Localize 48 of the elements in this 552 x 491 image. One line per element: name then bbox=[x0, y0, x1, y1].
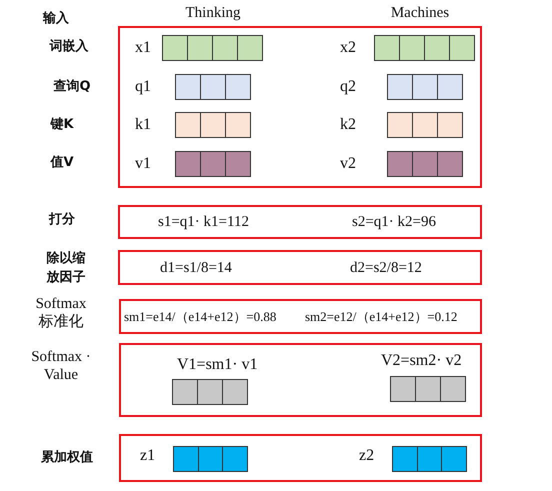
row-label: Softmax · Value bbox=[30, 348, 92, 384]
formula-text: sm1=e14/（e14+e12）=0.88 bbox=[124, 310, 276, 322]
row-label: 输入 bbox=[42, 10, 70, 28]
vector-label: V2=sm2· v2 bbox=[381, 353, 462, 369]
vector-label: k1 bbox=[135, 117, 151, 133]
row-label: 累加权值 bbox=[40, 449, 94, 467]
step-panel bbox=[119, 434, 482, 482]
vector-label: x2 bbox=[340, 40, 356, 56]
formula-text: sm2=e12/（e14+e12）=0.12 bbox=[305, 310, 458, 322]
row-label: 键K bbox=[49, 116, 75, 134]
vector-bar bbox=[175, 151, 251, 177]
vector-label: z2 bbox=[359, 448, 374, 464]
step-panel bbox=[118, 26, 482, 188]
row-label: 值V bbox=[49, 154, 75, 172]
formula-text: d1=s1/8=14 bbox=[160, 260, 232, 276]
vector-bar bbox=[374, 35, 475, 61]
row-label: Softmax 标准化 bbox=[34, 295, 88, 331]
vector-bar bbox=[172, 379, 248, 405]
vector-label: k2 bbox=[340, 117, 356, 133]
row-label: 除以缩放因子 bbox=[45, 250, 86, 287]
vector-bar bbox=[162, 35, 263, 61]
formula-text: s1=q1· k1=112 bbox=[158, 215, 249, 230]
vector-bar bbox=[387, 112, 463, 138]
step-panel bbox=[119, 343, 482, 417]
vector-label: q2 bbox=[340, 79, 356, 95]
row-label: 词嵌入 bbox=[48, 38, 90, 56]
formula-text: d2=s2/8=12 bbox=[350, 260, 422, 276]
row-label: 查询Q bbox=[52, 78, 92, 96]
vector-label: x1 bbox=[135, 40, 151, 56]
step-panel bbox=[119, 299, 482, 334]
column-heading: Machines bbox=[390, 4, 450, 22]
vector-label: z1 bbox=[140, 448, 156, 464]
row-label: 打分 bbox=[48, 211, 76, 229]
vector-bar bbox=[175, 112, 251, 138]
vector-bar bbox=[173, 446, 248, 472]
step-panel bbox=[118, 205, 482, 239]
vector-bar bbox=[390, 376, 466, 402]
vector-label: q1 bbox=[135, 79, 151, 95]
vector-bar bbox=[387, 151, 463, 177]
vector-bar bbox=[387, 74, 463, 100]
step-panel bbox=[118, 250, 482, 285]
vector-label: V1=sm1· v1 bbox=[177, 357, 258, 373]
vector-label: v2 bbox=[340, 156, 356, 172]
column-heading: Thinking bbox=[184, 4, 242, 22]
vector-bar bbox=[392, 446, 467, 472]
vector-bar bbox=[175, 74, 251, 100]
formula-text: s2=q1· k2=96 bbox=[352, 215, 436, 230]
vector-label: v1 bbox=[135, 156, 151, 172]
